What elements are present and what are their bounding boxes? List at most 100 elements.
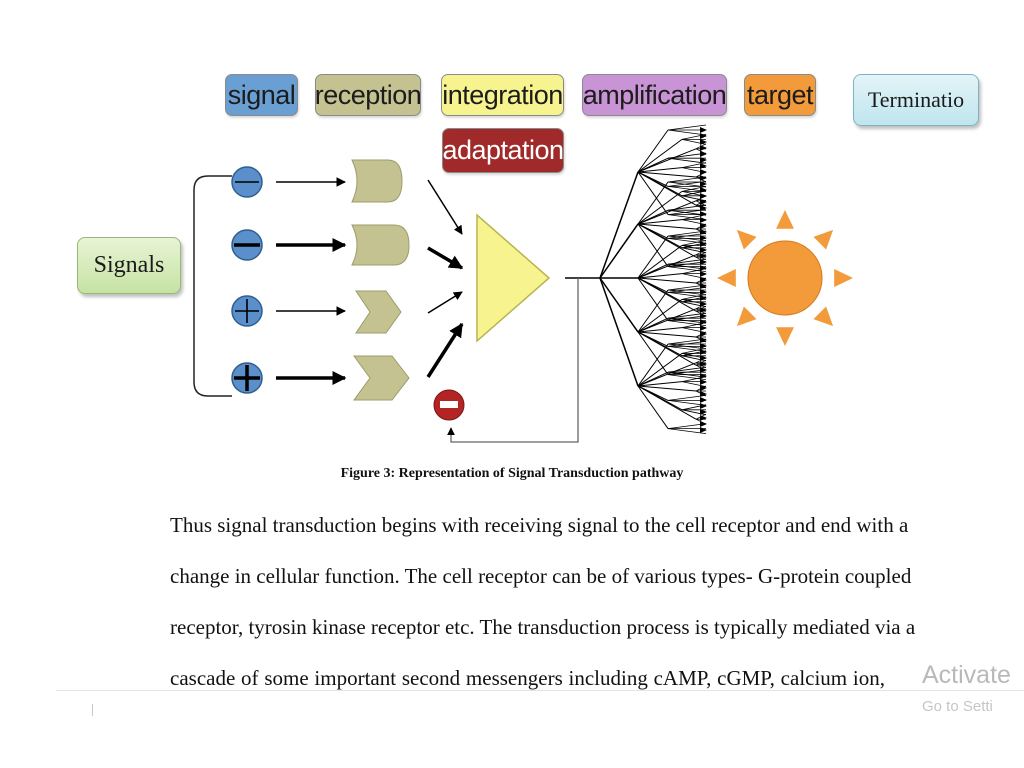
cascade-leaf	[667, 317, 707, 324]
cascade-leaf	[667, 157, 707, 164]
cascade-arrowhead	[700, 373, 707, 379]
cascade-subbranch	[637, 167, 683, 173]
cascade-arrowhead	[700, 241, 707, 247]
receptor-3	[355, 290, 402, 334]
cascade-subbranch	[637, 171, 697, 178]
sun-ray	[813, 306, 834, 327]
sun-icon	[717, 210, 853, 346]
cascade-arrowhead	[700, 151, 707, 157]
cascade-subbranch	[637, 362, 697, 387]
cascade-arrowhead	[700, 199, 707, 205]
signals-bracket	[193, 175, 232, 397]
signal-pathway-diagram	[193, 124, 853, 443]
cascade-leaf	[681, 240, 707, 246]
cascade-subbranch	[637, 385, 669, 429]
cascade-arrowhead	[700, 265, 707, 271]
cascade-leaf	[667, 230, 707, 237]
cascade-leaf	[667, 292, 707, 298]
cascade-branch	[599, 277, 639, 333]
cascade-leaf	[681, 219, 707, 225]
cascade-arrowhead	[700, 349, 707, 355]
cascade-leaf	[667, 235, 707, 242]
cascade-arrowhead	[700, 391, 707, 397]
cascade-leaf	[667, 320, 707, 326]
cascade-subbranch	[637, 244, 683, 279]
cascade-arrowhead	[700, 235, 707, 241]
cascade-arrowhead	[700, 175, 707, 181]
cascade-arrowhead	[700, 223, 707, 229]
integrator-triangle	[476, 213, 551, 343]
cascade-leaf	[681, 273, 707, 279]
cascade-arrowhead	[700, 397, 707, 403]
amplification-cascade	[599, 124, 707, 434]
cascade-arrowhead	[700, 337, 707, 343]
signal-circle-plus-thick	[231, 362, 263, 394]
cascade-arrowhead	[700, 385, 707, 391]
cascade-subbranch	[637, 209, 669, 225]
arrow-to-integrator-1	[427, 179, 463, 235]
cascade-leaf	[681, 294, 707, 300]
cascade-subbranch	[637, 157, 669, 173]
cascade-leaf	[681, 162, 707, 168]
cascade-arrowhead	[700, 379, 707, 385]
cascade-leaf	[667, 258, 707, 265]
cascade-arrowhead	[700, 421, 707, 427]
cascade-branch	[599, 223, 639, 279]
stage-adaptation-label: adaptation	[442, 128, 564, 173]
cascade-subbranch	[637, 289, 669, 333]
cascade-leaf	[681, 381, 707, 387]
cascade-subbranch	[637, 171, 697, 206]
sun-ray	[736, 229, 757, 250]
cascade-branch	[599, 171, 639, 279]
cascade-subbranch	[637, 254, 697, 279]
cascade-subbranch	[637, 385, 697, 420]
arrow-to-integrator-3	[427, 291, 463, 314]
cascade-arrowhead	[700, 427, 707, 433]
sun-ray	[717, 269, 736, 287]
cascade-subbranch	[637, 298, 683, 333]
stage-reception-label: reception	[315, 74, 422, 116]
cascade-arrowhead	[700, 127, 707, 133]
cascade-leaf	[667, 395, 707, 401]
cascade-arrowhead	[700, 259, 707, 265]
cascade-arrowhead	[700, 217, 707, 223]
cascade-leaf	[667, 284, 707, 291]
cascade-leaf	[667, 129, 707, 136]
cascade-subbranch	[637, 148, 697, 173]
stage-target-label: target	[744, 74, 816, 116]
cascade-leaf	[667, 374, 707, 380]
cascade-subbranch	[637, 223, 697, 258]
activation-watermark-subtitle: Go to Setti	[922, 698, 993, 715]
cascade-subbranch	[637, 138, 683, 173]
cascade-leaf	[681, 348, 707, 354]
cascade-leaf	[667, 152, 707, 159]
cascade-leaf	[667, 343, 707, 350]
cascade-arrowhead	[700, 331, 707, 337]
cascade-arrowhead	[700, 343, 707, 349]
cascade-leaf	[667, 124, 707, 131]
figure-caption: Figure 3: Representation of Signal Trans…	[340, 466, 684, 481]
cascade-arrowhead	[700, 403, 707, 409]
cascade-arrowhead	[700, 157, 707, 163]
text-cursor	[92, 704, 93, 716]
cascade-subbranch	[637, 171, 669, 215]
cascade-leaf	[667, 400, 707, 406]
cascade-arrowhead	[700, 271, 707, 277]
cascade-arrowhead	[700, 355, 707, 361]
arrow-to-integrator-2	[427, 246, 464, 270]
sun-ray	[776, 327, 794, 346]
cascade-subbranch	[637, 223, 697, 230]
cascade-leaf	[667, 266, 707, 272]
paragraph-line: change in cellular function. The cell re…	[170, 564, 912, 588]
cascade-arrowhead	[700, 187, 707, 193]
cascade-leaf	[667, 214, 707, 220]
cascade-leaf	[667, 312, 707, 319]
cascade-arrowhead	[700, 409, 707, 415]
cascade-arrowhead	[700, 247, 707, 253]
cascade-arrowhead	[700, 367, 707, 373]
divider-line	[56, 690, 1024, 691]
cascade-subbranch	[637, 308, 697, 333]
sun-ray	[736, 306, 757, 327]
cascade-leaf	[667, 238, 707, 244]
cascade-leaf	[667, 209, 707, 216]
